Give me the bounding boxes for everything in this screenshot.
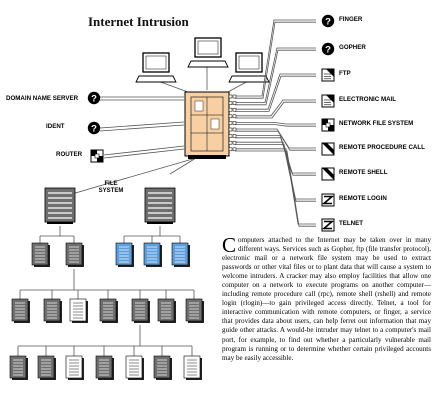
server-port [232,121,237,125]
document-l3 [9,355,28,380]
service-label-remote-login: REMOTE LOGIN [339,195,387,202]
left-label-router: ROUTER [56,151,83,158]
server-port [228,101,233,105]
service-question-icon: ? [321,42,335,55]
file-system-rack-right [144,187,176,224]
paragraph-dropcap: C [222,233,237,257]
server-port [232,101,237,105]
computer-left [135,52,177,83]
file-system-label-line1: FILE [104,181,118,187]
server-port [228,127,233,132]
left-node-icons: ?? [87,91,104,163]
left-network-icon [90,149,104,163]
document-l2 [99,298,118,323]
service-document-icon [321,68,335,82]
svg-text:?: ? [325,44,331,55]
server-port [232,140,237,145]
service-z-icon [321,193,335,207]
service-diagonal-icon [321,142,335,156]
service-label-network-file-system: NETWORK FILE SYSTEM [339,120,414,127]
service-question-icon: ? [321,14,335,27]
server-port [228,107,233,112]
document-l2 [43,298,62,323]
document-l1 [143,242,162,267]
document-l3 [37,355,56,380]
document-l3 [95,355,114,380]
document-l1 [171,242,190,267]
left-question-icon: ? [87,121,101,134]
service-connections [235,19,316,227]
left-connections [99,96,185,159]
server-port [228,121,233,125]
service-document-icon [321,94,335,108]
service-label-gopher: GOPHER [339,44,366,51]
server-port [228,134,233,138]
service-z-icon [321,218,335,232]
computer-right [228,52,270,83]
service-label-remote-shell: REMOTE SHELL [339,169,388,176]
server-port [228,94,233,99]
server-port [232,147,237,152]
document-l3 [153,355,172,380]
svg-text:?: ? [91,93,97,104]
left-label-domain-name-server: DOMAIN NAME SERVER [6,95,79,102]
document-tree-lines [17,226,195,356]
server-port [232,94,237,99]
computer-center [187,37,229,68]
diagram-title: Internet Intrusion [88,14,189,29]
document-l2 [157,298,176,323]
server-port [232,134,237,138]
document-l2 [185,298,204,323]
file-system-label: FILE SYSTEM [93,181,129,195]
file-system-label-line2: SYSTEM [98,188,124,194]
server-port [232,114,237,119]
document-l3 [125,355,144,380]
service-diagonal-icon [321,167,335,181]
server-port [228,140,233,145]
document-l2 [69,298,88,323]
service-network-icon [321,118,335,132]
service-icons: ?? [321,14,335,232]
server-port [232,107,237,112]
svg-text:?: ? [91,123,97,134]
service-label-telnet: TELNET [339,220,364,227]
server-port [228,114,233,119]
service-label-finger: FINGER [339,16,363,23]
server-port [228,147,233,152]
service-label-ftp: FTP [339,70,351,77]
service-label-electronic-mail: ELECTRONIC MAIL [339,96,397,103]
document-l1 [65,242,84,267]
file-system-racks [44,187,176,224]
document-l2 [11,298,30,323]
filesystem-connections [64,157,197,197]
central-server [184,91,230,159]
document-l3 [183,355,202,380]
paragraph-text: omputers attached to the Internet may be… [222,236,431,362]
svg-text:?: ? [325,16,331,27]
server-port [232,127,237,132]
file-system-rack-left [44,187,76,224]
service-label-remote-procedure-call: REMOTE PROCEDURE CALL [339,144,425,151]
left-label-ident: IDENT [46,123,65,130]
server-ports [228,94,237,152]
document-l1 [31,242,50,267]
document-tree [9,226,204,380]
document-l2 [131,298,150,323]
document-l3 [65,355,84,380]
document-l1 [115,242,134,267]
left-question-icon: ? [87,91,101,104]
